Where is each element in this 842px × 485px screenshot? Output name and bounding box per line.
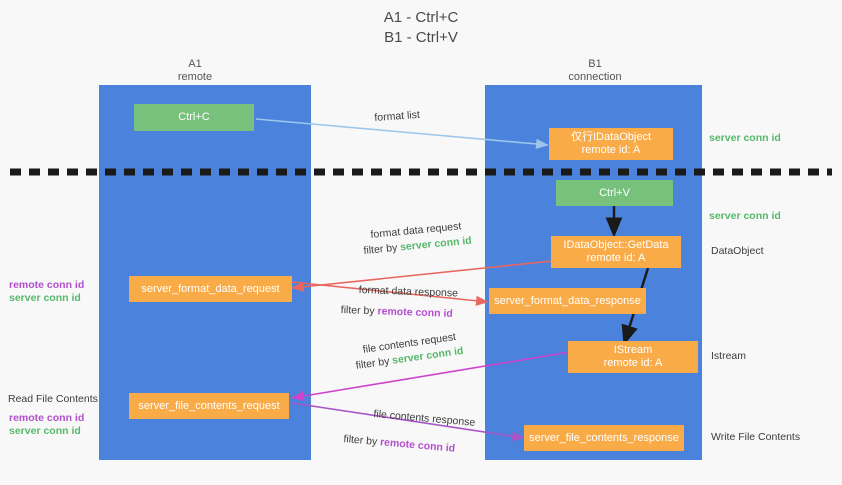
box-ctrl-c-label: Ctrl+C — [178, 111, 210, 123]
right-label-istream: Istream — [711, 350, 747, 362]
box-idataobject-line1: 仅行IDataObject — [570, 131, 652, 143]
box-idataobject-line2: remote id: A — [581, 144, 641, 156]
right-label-server-conn-id-top: server conn id — [709, 132, 781, 144]
box-istream-line1: IStream — [613, 344, 653, 356]
box-server-format-data-response[interactable]: server_format_data_response — [489, 288, 646, 314]
box-server-format-data-request[interactable]: server_format_data_request — [129, 276, 292, 302]
filter-by-text-4: filter by — [342, 433, 381, 449]
box-istream[interactable]: IStream remote id: A — [568, 341, 698, 373]
box-idataobject-getdata[interactable]: IDataObject::GetData remote id: A — [551, 236, 681, 268]
page-title: A1 - Ctrl+C B1 - Ctrl+V — [383, 9, 459, 46]
box-server-format-data-response-label: server_format_data_response — [494, 294, 641, 307]
filter-by-text-3: filter by — [355, 354, 394, 372]
edge-label-format-list: format list — [374, 108, 421, 124]
left-label-remote-conn-id-2: remote conn id — [9, 412, 85, 424]
filter-by-text-2: filter by — [340, 304, 378, 318]
box-server-file-contents-response[interactable]: server_file_contents_response — [524, 425, 684, 451]
box-idataobject[interactable]: 仅行IDataObject remote id: A — [549, 128, 673, 160]
right-label-write-file-contents: Write File Contents — [711, 431, 801, 443]
column-header-a1: A1 remote — [115, 58, 275, 84]
box-istream-line2: remote id: A — [603, 357, 663, 369]
remote-conn-id-text-2: remote conn id — [379, 436, 456, 455]
box-ctrl-c[interactable]: Ctrl+C — [134, 104, 254, 131]
edge-label-filter-by-remote-conn-id-2: filter by remote conn id — [343, 433, 456, 456]
box-server-format-data-request-label: server_format_data_request — [141, 282, 280, 295]
column-a1-name: A1 — [188, 58, 202, 70]
column-b1-name: B1 — [588, 58, 602, 70]
left-label-read-file-contents: Read File Contents — [8, 393, 98, 405]
filter-by-text-1: filter by — [363, 241, 401, 257]
box-getdata-line1: IDataObject::GetData — [563, 239, 669, 251]
remote-conn-id-text-1: remote conn id — [377, 305, 453, 320]
box-server-file-contents-request[interactable]: server_file_contents_request — [129, 393, 289, 419]
box-server-file-contents-request-label: server_file_contents_request — [138, 399, 280, 412]
column-b1-sub: connection — [568, 71, 622, 83]
box-ctrl-v-label: Ctrl+V — [599, 186, 630, 199]
left-label-server-conn-id-1: server conn id — [9, 292, 81, 304]
box-server-file-contents-response-label: server_file_contents_response — [529, 431, 679, 444]
right-label-server-conn-id-mid: server conn id — [709, 210, 781, 222]
edge-label-format-data-response: format data response — [358, 284, 459, 300]
column-header-b1: B1 connection — [515, 58, 675, 84]
left-label-remote-conn-id-1: remote conn id — [9, 279, 85, 291]
edge-label-file-contents-response: file contents response — [372, 408, 476, 429]
right-label-dataobject: DataObject — [711, 245, 764, 257]
left-label-server-conn-id-2: server conn id — [9, 425, 81, 437]
column-a1-sub: remote — [177, 71, 213, 83]
edge-label-filter-by-remote-conn-id-1: filter by remote conn id — [341, 304, 453, 321]
box-getdata-line2: remote id: A — [586, 252, 646, 264]
box-ctrl-v[interactable]: Ctrl+V — [556, 180, 673, 206]
